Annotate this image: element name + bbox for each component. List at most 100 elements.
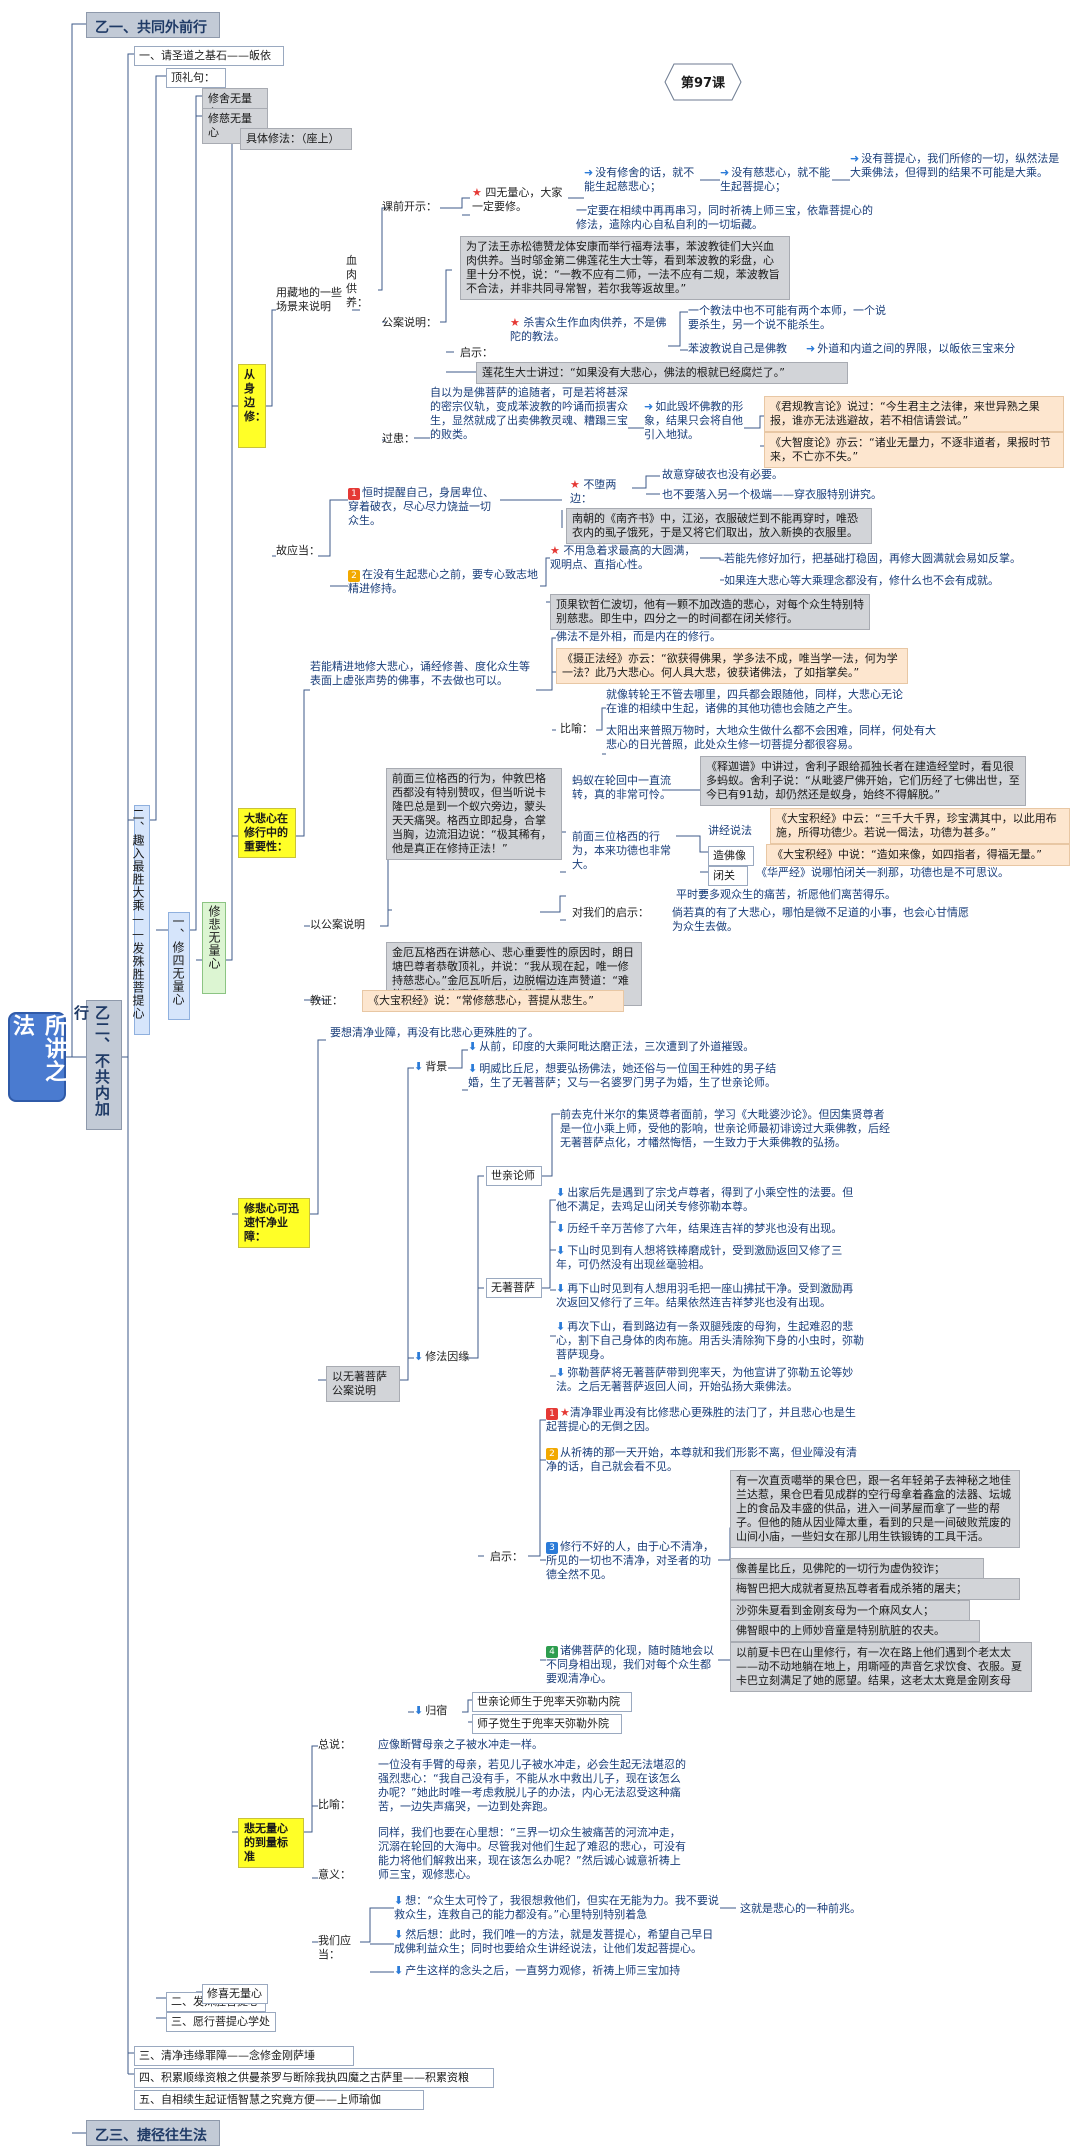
outer-inner-border: ➜外道和内道之间的界限，以皈依三宝来分: [806, 342, 1076, 356]
ant-pitiful: 蚂蚁在轮回中一直流转，真的非常可怜。: [572, 774, 671, 801]
story-jiangmi: 南朝的《南齐书》中，江泌，衣服破烂到不能再穿时，唯恐衣内的虱子饿死，于是又将它们…: [566, 508, 872, 544]
number-2-icon: 2: [348, 570, 360, 582]
quote-king: 《君规教言论》说过：“今生君主之法律，来世异熟之果报，谁亦无法逃避故，若不相信请…: [764, 396, 1064, 432]
compassion-node: 修悲无量心: [202, 902, 226, 994]
story-gotsangpa: 有一次直贡噶举的果仓巴，跟一名年轻弟子去神秘之地佳兰达惹，果仓巴看见成群的空行母…: [730, 1470, 1020, 1548]
story-shakabpa: 以前夏卡巴在山里修行，有一次在路上他们遇到个老太太——动不动地躺在地上，用嘶哑的…: [730, 1642, 1032, 1692]
insight-4-text: 诸佛菩萨的化现，随时随地会以不同身相出现，我们对每个众生都要观清净心。: [546, 1644, 714, 1685]
bon-claims: 苯波教说自己是佛教: [688, 342, 787, 355]
section-vajrasattva: 三、清净违缘罪障——念修金刚萨埵: [134, 2046, 354, 2066]
quote-ratnakuta-1: 《大宝积经》中云：“三千大千界，珍宝满其中，以此用布施，所得功德少。若说一偈法，…: [770, 808, 1070, 844]
should-think-3: ⬇产生这样的念头之后，一直努力观修，祈祷上师三宝加持: [394, 1964, 724, 1978]
compare-label: 比喻：: [318, 1798, 351, 1811]
section-bodhicitta: 二、趣入最胜大乘——发殊胜菩提心: [131, 805, 150, 1035]
no-love-text: 没有慈悲心，就不能生起菩提心；: [720, 166, 831, 193]
asanga-step-4-text: 再下山时见到有人想用羽毛把一座山拂拭干净。受到激励再次返回又修行了三年。结果依然…: [556, 1282, 854, 1309]
asanga-step-5: ⬇再次下山，看到路边有一条双腿残废的母狗，生起难忍的悲心，割下自己身体的肉布施。…: [556, 1320, 866, 1362]
number-4-icon: 4: [546, 1646, 558, 1658]
examples-label: 用藏地的一些场景来说明: [276, 286, 342, 313]
arrow-icon: ➜: [850, 152, 860, 165]
insight-1: 1★清净罪业再没有比修悲心更殊胜的法门了，并且悲心也是生起菩提心的无倒之因。: [546, 1406, 862, 1434]
story-buddhajnana: 佛智眼中的上师妙音童是特别肮脏的农夫。: [730, 1620, 980, 1642]
remind-self-text: 恒时提醒自己，身居卑位、穿着破衣，尽心尽力饶益一切众生。: [348, 486, 494, 527]
star-node-3: ★ 不堕两边：: [570, 478, 636, 506]
star-node-1: ★ 四无量心，大家一定要修。: [472, 186, 572, 214]
arrow-icon: ⬇: [414, 1350, 424, 1363]
homage-line: 顶礼句：: [166, 68, 226, 88]
vasubandhu-label: 世亲论师: [486, 1166, 542, 1186]
section-refuge: 一、请圣道之基石——皈依: [134, 46, 284, 66]
arrow-icon: ➜: [806, 342, 816, 355]
three-geshe-merit: 前面三位格西的行为，本来功德也非常大。: [572, 830, 671, 871]
armless-mother: 一位没有手臂的母亲，若见儿子被水冲走，必会生起无法堪忍的强烈悲心：“我自己没有手…: [378, 1758, 686, 1813]
arrow-icon: ⬇: [414, 1060, 424, 1073]
avatamsaka-retreat: 《华严经》说哪怕闭关一刹那，功德也是不可思议。: [756, 866, 1009, 879]
arrow-icon: ⬇: [394, 1964, 404, 1977]
asanga-step-6: ⬇弥勒菩萨将无著菩萨带到兜率天，为他宣讲了弥勒五论等妙法。之后无著菩萨返回人间，…: [556, 1366, 862, 1394]
meaning-text: 同样，我们也要在心里想：“三界一切众生被痛苦的河流冲走，沉溺在轮回的大海中。尽管…: [378, 1826, 686, 1881]
star-node-4: ★ 不用急着求最高的大圆满，观明点、直指心性。: [550, 544, 704, 572]
compassion-sign: 这就是悲心的一种前兆。: [740, 1902, 861, 1915]
destroy-image: ➜如此毁坏佛教的形象，结果只会将自他引入地狱。: [644, 400, 744, 442]
no-equanimity: ➜没有修舍的话，就不能生起慈悲心；: [584, 166, 700, 194]
insight-label: 启示：: [490, 1550, 523, 1563]
star-icon: ★: [550, 544, 560, 557]
asanga-step-3: ⬇下山时见到有人想将铁棒磨成针，受到激励返回又修了三年，可仍然没有出现丝毫验相。: [556, 1244, 862, 1272]
number-1-icon: 1: [546, 1408, 558, 1420]
root-topic: 所讲之法: [8, 1012, 66, 1102]
arrow-icon: ⬇: [556, 1320, 566, 1333]
diligent-before-text: 在没有生起悲心之前，要专心致志地精进修持。: [348, 568, 538, 595]
metaphor-sun: 太阳出来普照万物时，大地众生做什么都不会困难，同样，何处有大悲心的日光普照，此处…: [606, 724, 936, 751]
if-no-mahayana: 如果连大悲心等大乘理念都没有，修什么也不会有成就。: [724, 574, 999, 587]
section-guru-yoga: 五、自相续生起证悟智慧之究竟方便——上师瑜伽: [134, 2090, 424, 2110]
story-sunakshatra: 像善星比丘，见佛陀的一切行为虚伪狡诈；: [730, 1558, 984, 1580]
asanga-story-label: 以无著菩萨公案说明: [326, 1366, 400, 1402]
insight-2-text: 从祈祷的那一天开始，本尊就和我们形影不离，但业障没有清净的话，自己就会看不见。: [546, 1446, 857, 1473]
india-text: 从前，印度的大乘阿毗达磨正法，三次遭到了外道摧毁。: [479, 1040, 755, 1053]
no-need-rags: 故意穿破衣也没有必要。: [662, 468, 783, 481]
number-2-icon: 2: [546, 1448, 558, 1460]
practice-cause-text: 修法因缘: [425, 1350, 470, 1363]
background-text: 背景: [425, 1060, 448, 1073]
if-preliminaries: 若能先修好加行，把基础打稳固，再修大圆满就会易如反掌。: [724, 552, 1021, 565]
arrow-icon: ⬇: [556, 1366, 566, 1379]
before-class-label: 课前开示：: [382, 200, 437, 213]
arrow-icon: ➜: [720, 166, 730, 179]
should-label: 我们应当：: [318, 1934, 351, 1961]
arrow-icon: ⬇: [414, 1704, 424, 1717]
summary-label: 总说：: [318, 1738, 351, 1751]
lesson-label: 第97课: [681, 75, 726, 91]
insight-3-text: 修行不好的人，由于心不清净，所见的一切也不清净，对圣者的功德全然不见。: [546, 1540, 714, 1581]
arrow-icon: ⬇: [556, 1282, 566, 1295]
category-purify: 修悲心可迅速忏净业障：: [238, 1198, 310, 1248]
should-think-3-text: 产生这样的念头之后，一直努力观修，祈祷上师三宝加持: [405, 1964, 681, 1977]
lesson-badge: 第97课: [664, 63, 742, 101]
asanga-step-3-text: 下山时见到有人想将铁棒磨成针，受到激励返回又修了三年，可仍然没有出现丝毫验相。: [556, 1244, 843, 1271]
asanga-label: 无著菩萨: [486, 1278, 542, 1298]
story-novice: 沙弥朱夏看到金刚亥母为一个麻风女人；: [730, 1600, 970, 1622]
category-from-around: 从身边修：: [238, 364, 266, 448]
vasubandhu-story: 前去克什米尔的集贤尊者面前，学习《大毗婆沙论》。但因集贤尊者是一位小乘上师，受他…: [560, 1108, 890, 1149]
no-love: ➜没有慈悲心，就不能生起菩提心；: [720, 166, 832, 194]
should-think-1: ⬇想：“众生太可怜了，我很想救他们，但实在无能为力。我不要说救众生，连救自己的能…: [394, 1894, 720, 1922]
metaphor-label: 比喻：: [560, 722, 593, 735]
method-node: 具体修法：（座上）: [240, 128, 352, 150]
observe-suffering: 平时要多观众生的痛苦，祈愿他们离苦得乐。: [676, 888, 896, 901]
should-think-1-text: 想：“众生太可怜了，我很想救他们，但实在无能为力。我不要说救众生，连救自己的能力…: [394, 1894, 719, 1921]
joy-node: 修喜无量心: [202, 1984, 268, 2004]
story-maitripa: 梅智巴把大成就者夏热瓦尊者看成杀猪的屠夫；: [730, 1578, 1020, 1600]
story-khyentse: 顶果钦哲仁波切，他有一颗不加改造的悲心，对每个众生特别特别慈悲。即生中，四分之一…: [550, 594, 870, 630]
no-bodhicitta-text: 没有菩提心，我们所修的一切，纵然法是大乘佛法，但得到的结果不可能是大乘。: [850, 152, 1060, 179]
meaning-label: 意义：: [318, 1868, 351, 1881]
purify-compassion: 要想清净业障，再没有比悲心更殊胜的了。: [330, 1026, 539, 1039]
star-text-1: 四无量心，大家一定要修。: [472, 186, 563, 213]
should-think-2-text: 然后想：此时，我们唯一的方法，就是发菩提心，希望自己早日成佛利益众生；同时也要给…: [394, 1928, 714, 1955]
no-other-extreme: 也不要落入另一个极端——穿衣服特别讲究。: [662, 488, 882, 501]
mingwei-text: 明威比丘尼，想要弘扬佛法，她还俗与一位国王种姓的男子结婚，生了无著菩萨；又与一名…: [468, 1062, 777, 1089]
topic-yi-3: 乙三、捷径往生法: [86, 2120, 220, 2146]
